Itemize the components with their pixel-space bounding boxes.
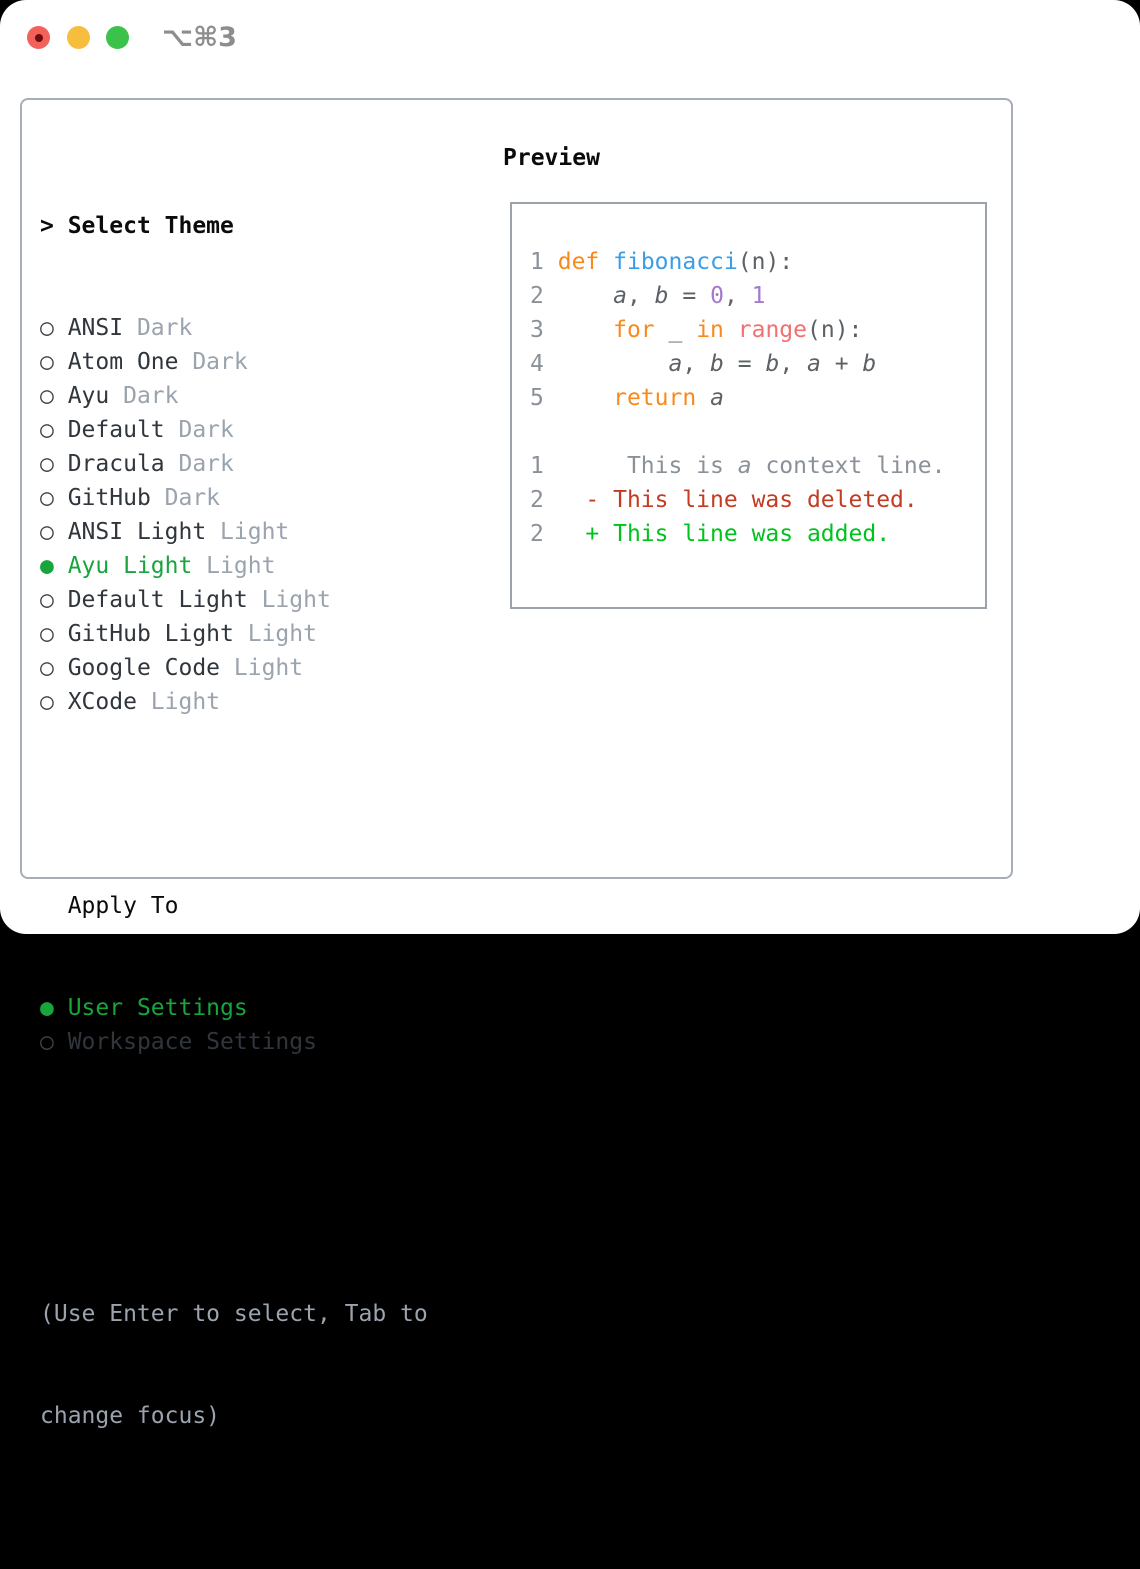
theme-option-ansi-light[interactable]: ○ ANSI Light Light bbox=[40, 515, 428, 549]
prompt-caret-icon: > bbox=[40, 213, 68, 239]
code-line: 1 This is a context line. bbox=[530, 453, 946, 479]
option-label: ANSI bbox=[67, 315, 124, 341]
radio-icon: ○ bbox=[40, 485, 68, 511]
theme-list: ○ ANSI Dark○ Atom One Dark○ Ayu Dark○ De… bbox=[40, 311, 428, 719]
option-label: Google Code bbox=[67, 655, 221, 681]
code-line bbox=[530, 415, 945, 449]
option-label: Workspace Settings bbox=[67, 1029, 317, 1055]
minimize-button[interactable] bbox=[67, 26, 90, 49]
theme-option-default[interactable]: ○ Default Dark bbox=[40, 413, 428, 447]
radio-selected-icon: ● bbox=[40, 553, 68, 579]
radio-selected-icon: ● bbox=[40, 995, 68, 1021]
option-variant-label: Light bbox=[192, 553, 276, 579]
code-line: 2 + This line was added. bbox=[530, 521, 891, 547]
option-label: Dracula bbox=[67, 451, 165, 477]
radio-icon: ○ bbox=[40, 1029, 68, 1055]
theme-option-atom-one[interactable]: ○ Atom One Dark bbox=[40, 345, 428, 379]
option-variant-label: Dark bbox=[109, 383, 179, 409]
close-dot-icon bbox=[35, 34, 43, 42]
radio-icon: ○ bbox=[40, 349, 68, 375]
hint-text: (Use Enter to select, Tab to change focu… bbox=[40, 1229, 428, 1501]
option-label: GitHub bbox=[67, 485, 151, 511]
spacer bbox=[40, 787, 428, 821]
window-title: ⌥⌘3 bbox=[162, 22, 237, 53]
select-theme-header: > Select Theme bbox=[40, 209, 428, 243]
theme-option-ansi[interactable]: ○ ANSI Dark bbox=[40, 311, 428, 345]
option-label: GitHub Light bbox=[67, 621, 234, 647]
option-label: Default bbox=[67, 417, 165, 443]
radio-icon: ○ bbox=[40, 383, 68, 409]
radio-icon: ○ bbox=[40, 315, 68, 341]
radio-icon: ○ bbox=[40, 655, 68, 681]
radio-icon: ○ bbox=[40, 519, 68, 545]
option-label: ANSI Light bbox=[67, 519, 207, 545]
option-variant-label: Dark bbox=[164, 451, 234, 477]
option-variant-label: Dark bbox=[164, 417, 234, 443]
code-line: 2 a, b = 0, 1 bbox=[530, 283, 766, 309]
apply-option-workspace-settings[interactable]: ○ Workspace Settings bbox=[40, 1025, 428, 1059]
radio-icon: ○ bbox=[40, 689, 68, 715]
code-line: 4 a, b = b, a + b bbox=[530, 351, 877, 377]
close-button[interactable] bbox=[27, 26, 50, 49]
theme-picker-panel: > Select Theme ○ ANSI Dark○ Atom One Dar… bbox=[20, 98, 1013, 1429]
theme-option-github[interactable]: ○ GitHub Dark bbox=[40, 481, 428, 515]
hint-line-2: change focus) bbox=[40, 1403, 221, 1429]
preview-title: Preview bbox=[503, 145, 600, 171]
maximize-button[interactable] bbox=[106, 26, 129, 49]
option-label: User Settings bbox=[67, 995, 248, 1021]
option-variant-label: Light bbox=[136, 689, 221, 715]
option-label: Default Light bbox=[67, 587, 248, 613]
theme-option-dracula[interactable]: ○ Dracula Dark bbox=[40, 447, 428, 481]
code-line: 2 - This line was deleted. bbox=[530, 487, 918, 513]
code-line: 1 def fibonacci(n): bbox=[530, 249, 794, 275]
option-variant-label: Dark bbox=[178, 349, 248, 375]
apply-to-list: ● User Settings○ Workspace Settings bbox=[40, 991, 428, 1059]
titlebar: ⌥⌘3 bbox=[0, 0, 1140, 74]
radio-icon: ○ bbox=[40, 587, 68, 613]
option-variant-label: Light bbox=[233, 621, 317, 647]
option-variant-label: Light bbox=[206, 519, 290, 545]
radio-icon: ○ bbox=[40, 451, 68, 477]
option-label: Ayu Light bbox=[67, 553, 193, 579]
preview-pane: 1 def fibonacci(n): 2 a, b = 0, 1 3 for _ … bbox=[510, 202, 987, 609]
option-variant-label: Dark bbox=[123, 315, 193, 341]
theme-option-github-light[interactable]: ○ GitHub Light Light bbox=[40, 617, 428, 651]
option-label: Atom One bbox=[67, 349, 179, 375]
theme-option-ayu[interactable]: ○ Ayu Dark bbox=[40, 379, 428, 413]
apply-to-title: Apply To bbox=[67, 893, 179, 919]
radio-icon: ○ bbox=[40, 417, 68, 443]
apply-to-header: Apply To bbox=[40, 889, 428, 923]
theme-option-ayu-light[interactable]: ● Ayu Light Light bbox=[40, 549, 428, 583]
preview-code: 1 def fibonacci(n): 2 a, b = 0, 1 3 for _ … bbox=[512, 204, 945, 551]
option-label: Ayu bbox=[67, 383, 110, 409]
hint-line-1: (Use Enter to select, Tab to bbox=[40, 1301, 428, 1327]
app-window: ⌥⌘3 > Select Theme ○ ANSI Dark○ Atom One… bbox=[0, 0, 1140, 1429]
option-variant-label: Dark bbox=[150, 485, 221, 511]
select-theme-title: Select Theme bbox=[67, 213, 234, 239]
theme-option-default-light[interactable]: ○ Default Light Light bbox=[40, 583, 428, 617]
radio-icon: ○ bbox=[40, 621, 68, 647]
option-variant-label: Light bbox=[220, 655, 304, 681]
code-line: 3 for _ in range(n): bbox=[530, 317, 863, 343]
theme-option-google-code[interactable]: ○ Google Code Light bbox=[40, 651, 428, 685]
option-variant-label: Light bbox=[247, 587, 331, 613]
left-pane: > Select Theme ○ ANSI Dark○ Atom One Dar… bbox=[40, 141, 428, 1569]
apply-option-user-settings[interactable]: ● User Settings bbox=[40, 991, 428, 1025]
code-line: 5 return a bbox=[530, 385, 724, 411]
spacer bbox=[40, 1127, 428, 1161]
theme-option-xcode[interactable]: ○ XCode Light bbox=[40, 685, 428, 719]
option-label: XCode bbox=[67, 689, 137, 715]
